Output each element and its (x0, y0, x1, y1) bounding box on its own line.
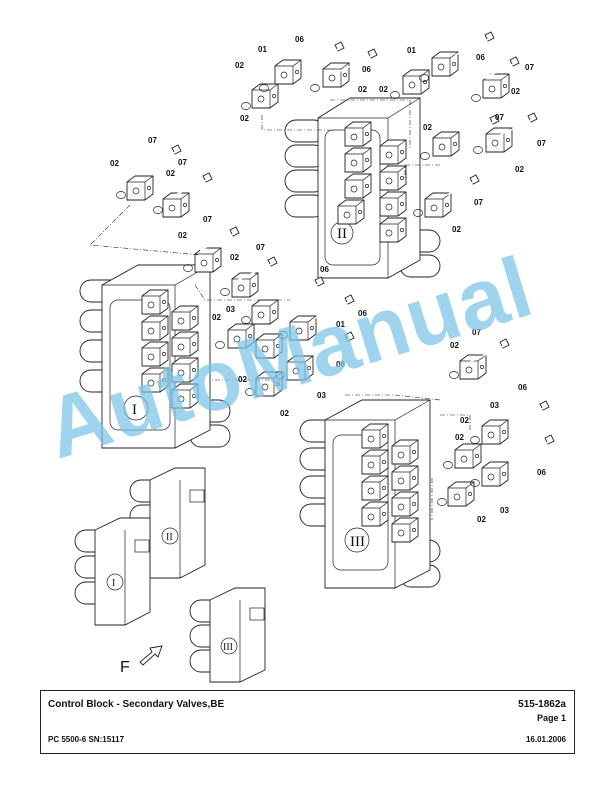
view-arrow-label: F (120, 659, 130, 676)
svg-text:06: 06 (295, 35, 304, 44)
overview-block-iii (189, 587, 266, 683)
svg-text:02: 02 (460, 416, 469, 425)
svg-text:02: 02 (358, 85, 367, 94)
overview-label-iii: III (223, 642, 233, 653)
svg-text:07: 07 (203, 215, 212, 224)
svg-text:02: 02 (178, 231, 187, 240)
svg-text:07: 07 (525, 63, 534, 72)
svg-text:02: 02 (240, 114, 249, 123)
valve-block-i (79, 264, 231, 449)
svg-text:06: 06 (358, 309, 367, 318)
svg-text:02: 02 (450, 341, 459, 350)
overview-label-ii: II (166, 532, 173, 543)
svg-text:02: 02 (280, 409, 289, 418)
document-date: 16.01.2006 (525, 735, 566, 744)
callouts: 01 06 02 06 02 02 02 01 06 07 02 02 07 0… (110, 35, 546, 524)
exploded-parts-middle (89, 144, 510, 401)
exploded-parts-lower (431, 400, 555, 520)
svg-text:07: 07 (178, 158, 187, 167)
svg-text:02: 02 (238, 375, 247, 384)
svg-text:02: 02 (515, 165, 524, 174)
svg-text:06: 06 (320, 265, 329, 274)
svg-text:02: 02 (511, 87, 520, 96)
svg-text:02: 02 (110, 159, 119, 168)
svg-text:07: 07 (495, 113, 504, 122)
overview-label-i: I (112, 578, 115, 589)
page-number: Page 1 (536, 713, 566, 723)
svg-text:07: 07 (148, 136, 157, 145)
overview-block-i (74, 517, 151, 626)
svg-text:02: 02 (235, 61, 244, 70)
svg-text:01: 01 (336, 320, 345, 329)
svg-text:07: 07 (256, 243, 265, 252)
svg-text:02: 02 (452, 225, 461, 234)
svg-text:03: 03 (490, 401, 499, 410)
svg-text:02: 02 (379, 85, 388, 94)
block-label-ii: II (337, 226, 347, 242)
svg-text:02: 02 (230, 253, 239, 262)
svg-text:02: 02 (423, 123, 432, 132)
svg-text:01: 01 (407, 46, 416, 55)
svg-text:02: 02 (477, 515, 486, 524)
document-title: Control Block - Secondary Valves,BE (48, 699, 225, 710)
svg-text:03: 03 (317, 391, 326, 400)
svg-text:02: 02 (166, 169, 175, 178)
svg-text:06: 06 (518, 383, 527, 392)
svg-text:01: 01 (258, 45, 267, 54)
svg-text:03: 03 (226, 305, 235, 314)
svg-text:02: 02 (455, 433, 464, 442)
exploded-parts-top (241, 31, 538, 218)
svg-text:06: 06 (336, 360, 345, 369)
view-arrow (139, 645, 163, 666)
title-block: Control Block - Secondary Valves,BE 515-… (40, 690, 575, 754)
block-label-i: I (132, 402, 137, 418)
block-label-iii: III (350, 534, 365, 550)
document-number: 515-1862a (518, 699, 566, 710)
svg-text:07: 07 (472, 328, 481, 337)
machine-serial: PC 5500-6 SN:15117 (48, 735, 125, 744)
svg-text:03: 03 (500, 506, 509, 515)
svg-text:07: 07 (474, 198, 483, 207)
svg-text:06: 06 (362, 65, 371, 74)
svg-text:06: 06 (537, 468, 546, 477)
svg-text:07: 07 (537, 139, 546, 148)
svg-text:06: 06 (476, 53, 485, 62)
valve-block-iii (299, 399, 441, 589)
valve-block-ii (284, 97, 441, 279)
exploded-parts-diagram: II I III (74, 31, 555, 683)
svg-text:02: 02 (212, 313, 221, 322)
